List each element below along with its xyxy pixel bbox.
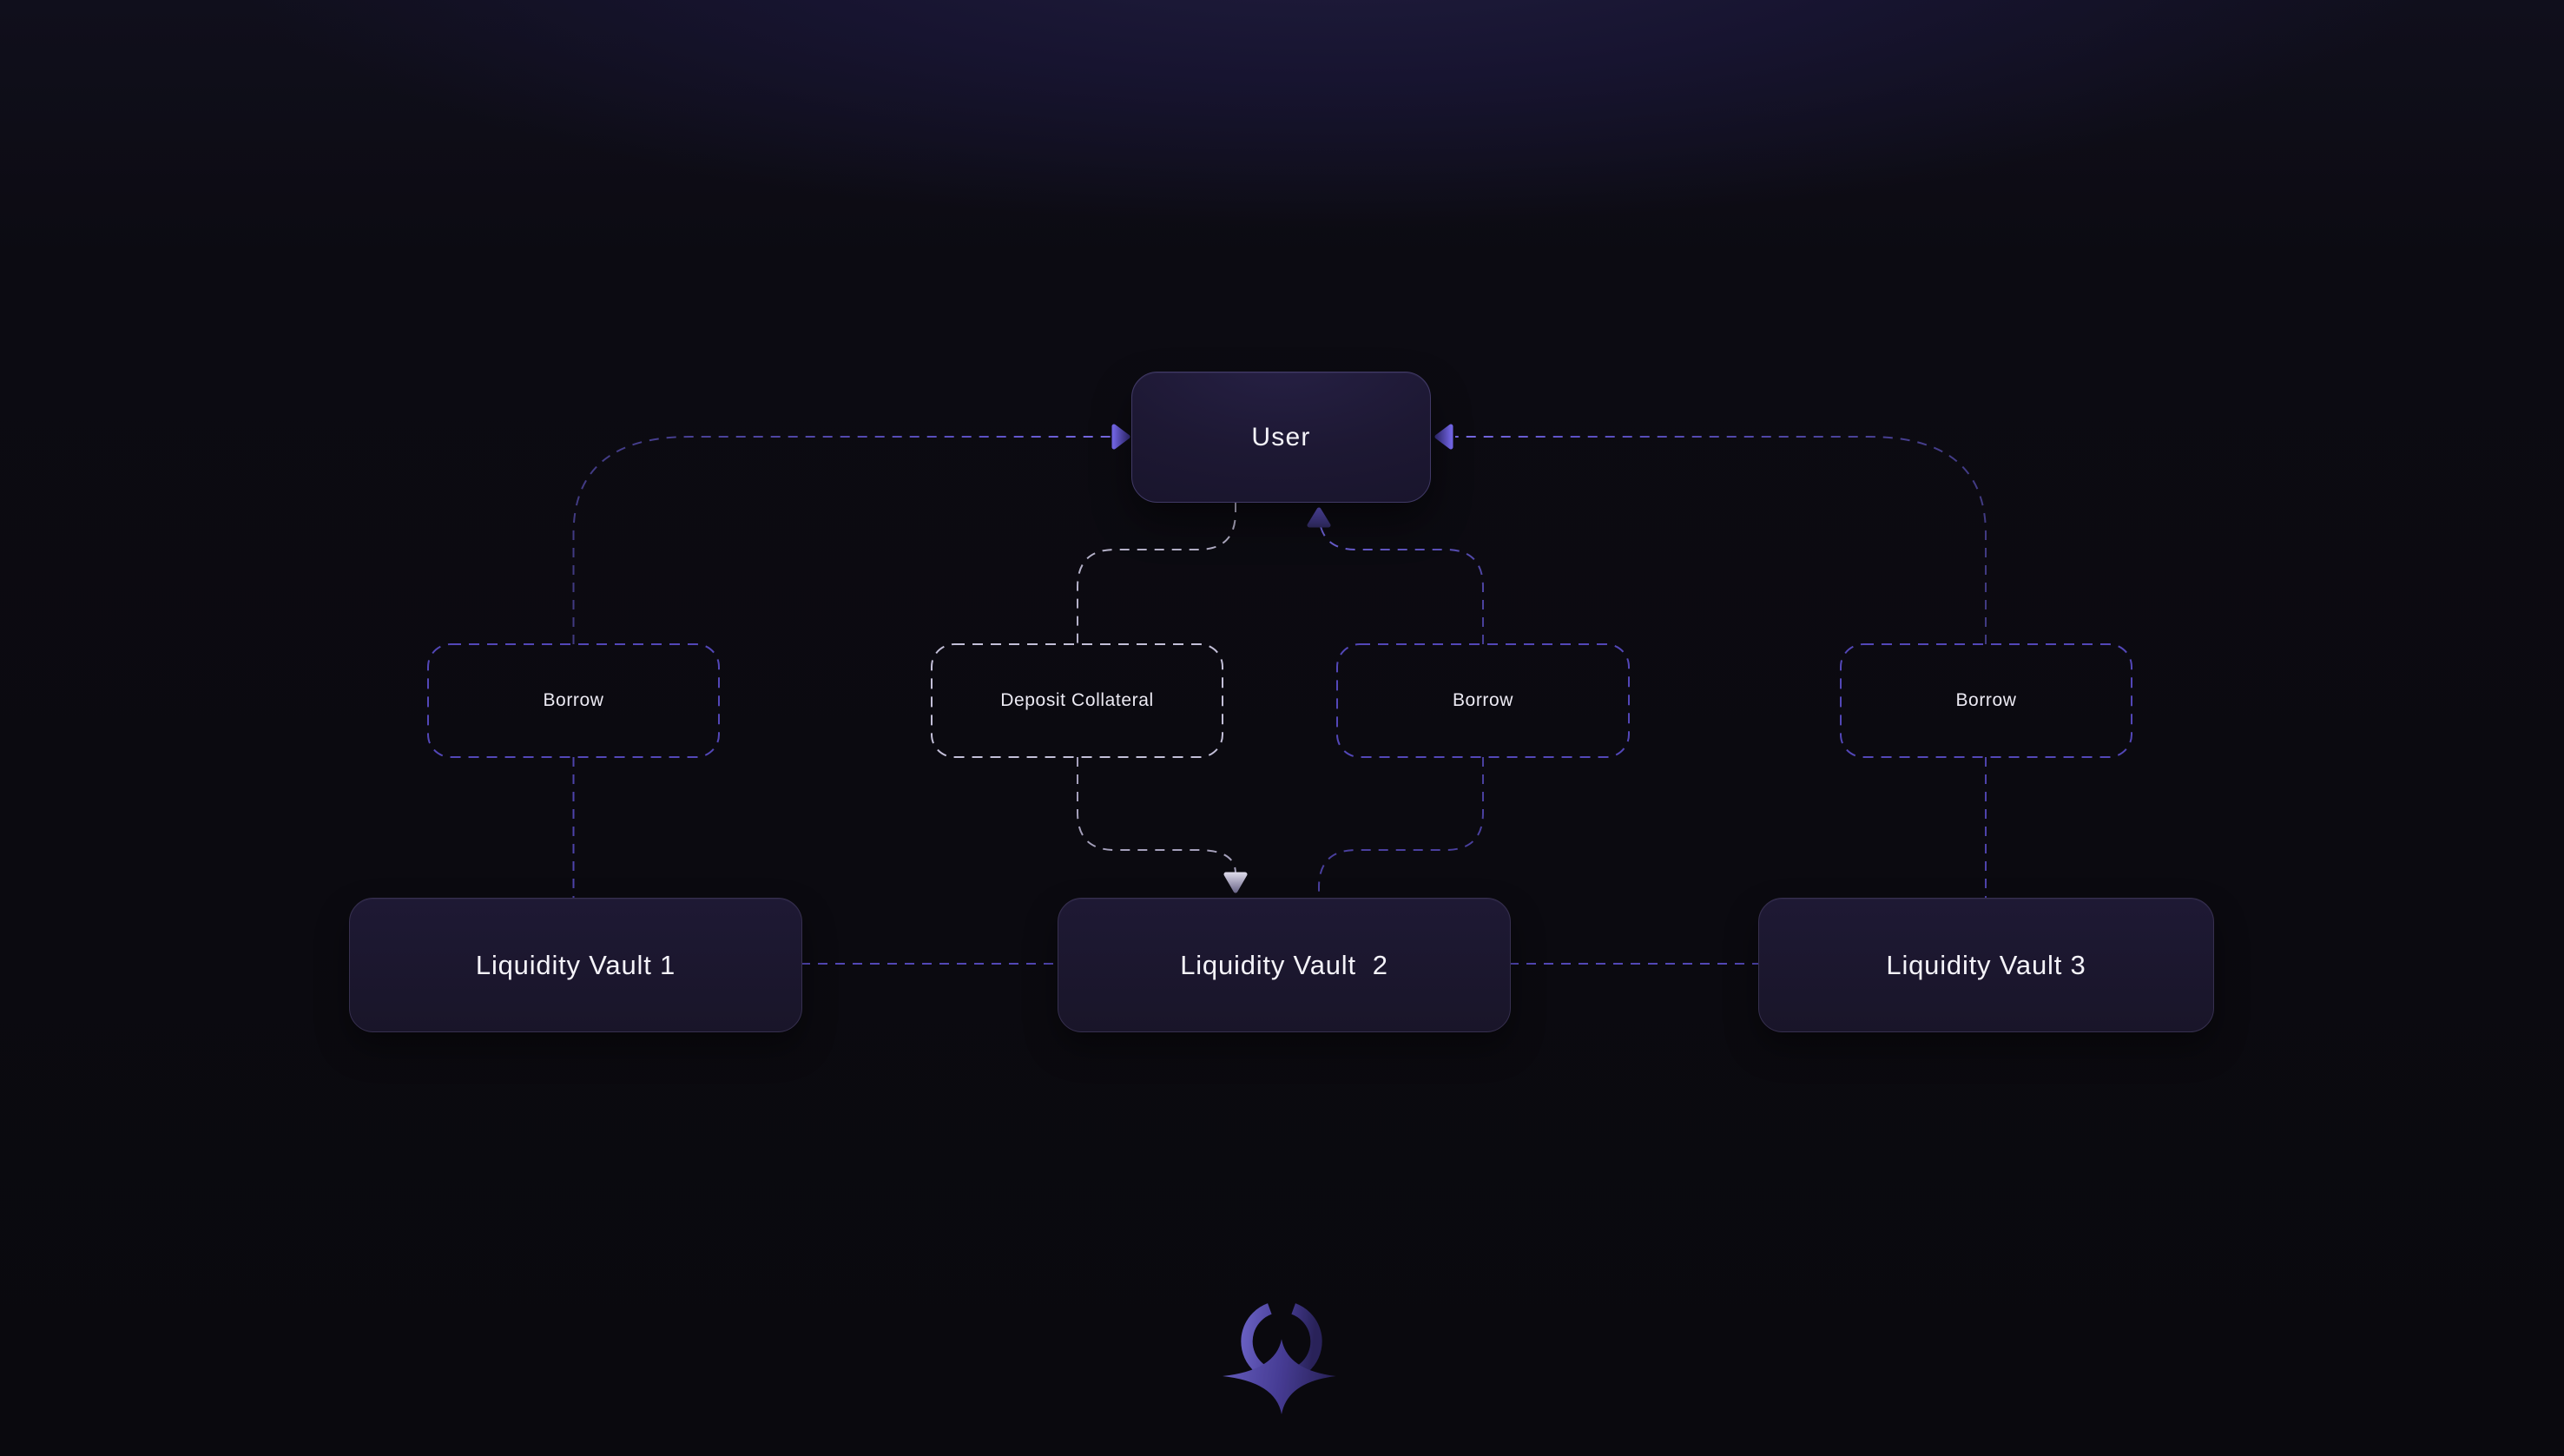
edge-borrow-right-to-user <box>1455 436 1987 644</box>
borrow-right-box-outline <box>1840 643 2132 758</box>
arrowhead-into-vault2-top <box>1223 872 1248 893</box>
edge-label-borrow-mid-text: Borrow <box>1452 690 1514 710</box>
node-liquidity-vault-1-label: Liquidity Vault 1 <box>475 949 676 980</box>
edge-label-deposit-collateral: Deposit Collateral <box>932 644 1223 757</box>
edge-borrow-mid-to-user <box>1318 511 1484 644</box>
edge-label-borrow-right: Borrow <box>1841 644 2132 757</box>
edge-label-borrow-left-text: Borrow <box>543 690 604 710</box>
edge-deposit-to-vault2 <box>1077 757 1236 874</box>
node-user: User <box>1131 372 1431 503</box>
node-liquidity-vault-2: Liquidity Vault 2 <box>1058 898 1511 1032</box>
deposit-collateral-box-outline <box>931 643 1223 758</box>
logo-star <box>1223 1339 1336 1414</box>
arrowhead-into-user-bottom <box>1307 507 1331 528</box>
node-user-label: User <box>1251 422 1311 451</box>
node-liquidity-vault-2-label: Liquidity Vault 2 <box>1180 949 1388 980</box>
edge-vault2-to-borrow-mid <box>1318 757 1484 898</box>
edge-label-deposit-collateral-text: Deposit Collateral <box>1000 690 1154 710</box>
edge-user-to-deposit <box>1077 503 1236 644</box>
edge-label-borrow-mid: Borrow <box>1337 644 1629 757</box>
borrow-mid-box-outline <box>1336 643 1630 758</box>
edge-borrow-left-to-user <box>572 436 1111 644</box>
arrowhead-into-user-right <box>1434 424 1453 450</box>
borrow-left-box-outline <box>427 643 720 758</box>
edge-label-borrow-left: Borrow <box>428 644 719 757</box>
arrowhead-into-user-left <box>1111 424 1130 450</box>
node-liquidity-vault-3: Liquidity Vault 3 <box>1758 898 2214 1032</box>
brand-logo <box>1212 1276 1351 1424</box>
brand-logo-icon <box>1223 1303 1336 1414</box>
edge-label-borrow-right-text: Borrow <box>1955 690 2017 710</box>
node-liquidity-vault-1: Liquidity Vault 1 <box>349 898 802 1032</box>
node-liquidity-vault-3-label: Liquidity Vault 3 <box>1886 949 2086 980</box>
